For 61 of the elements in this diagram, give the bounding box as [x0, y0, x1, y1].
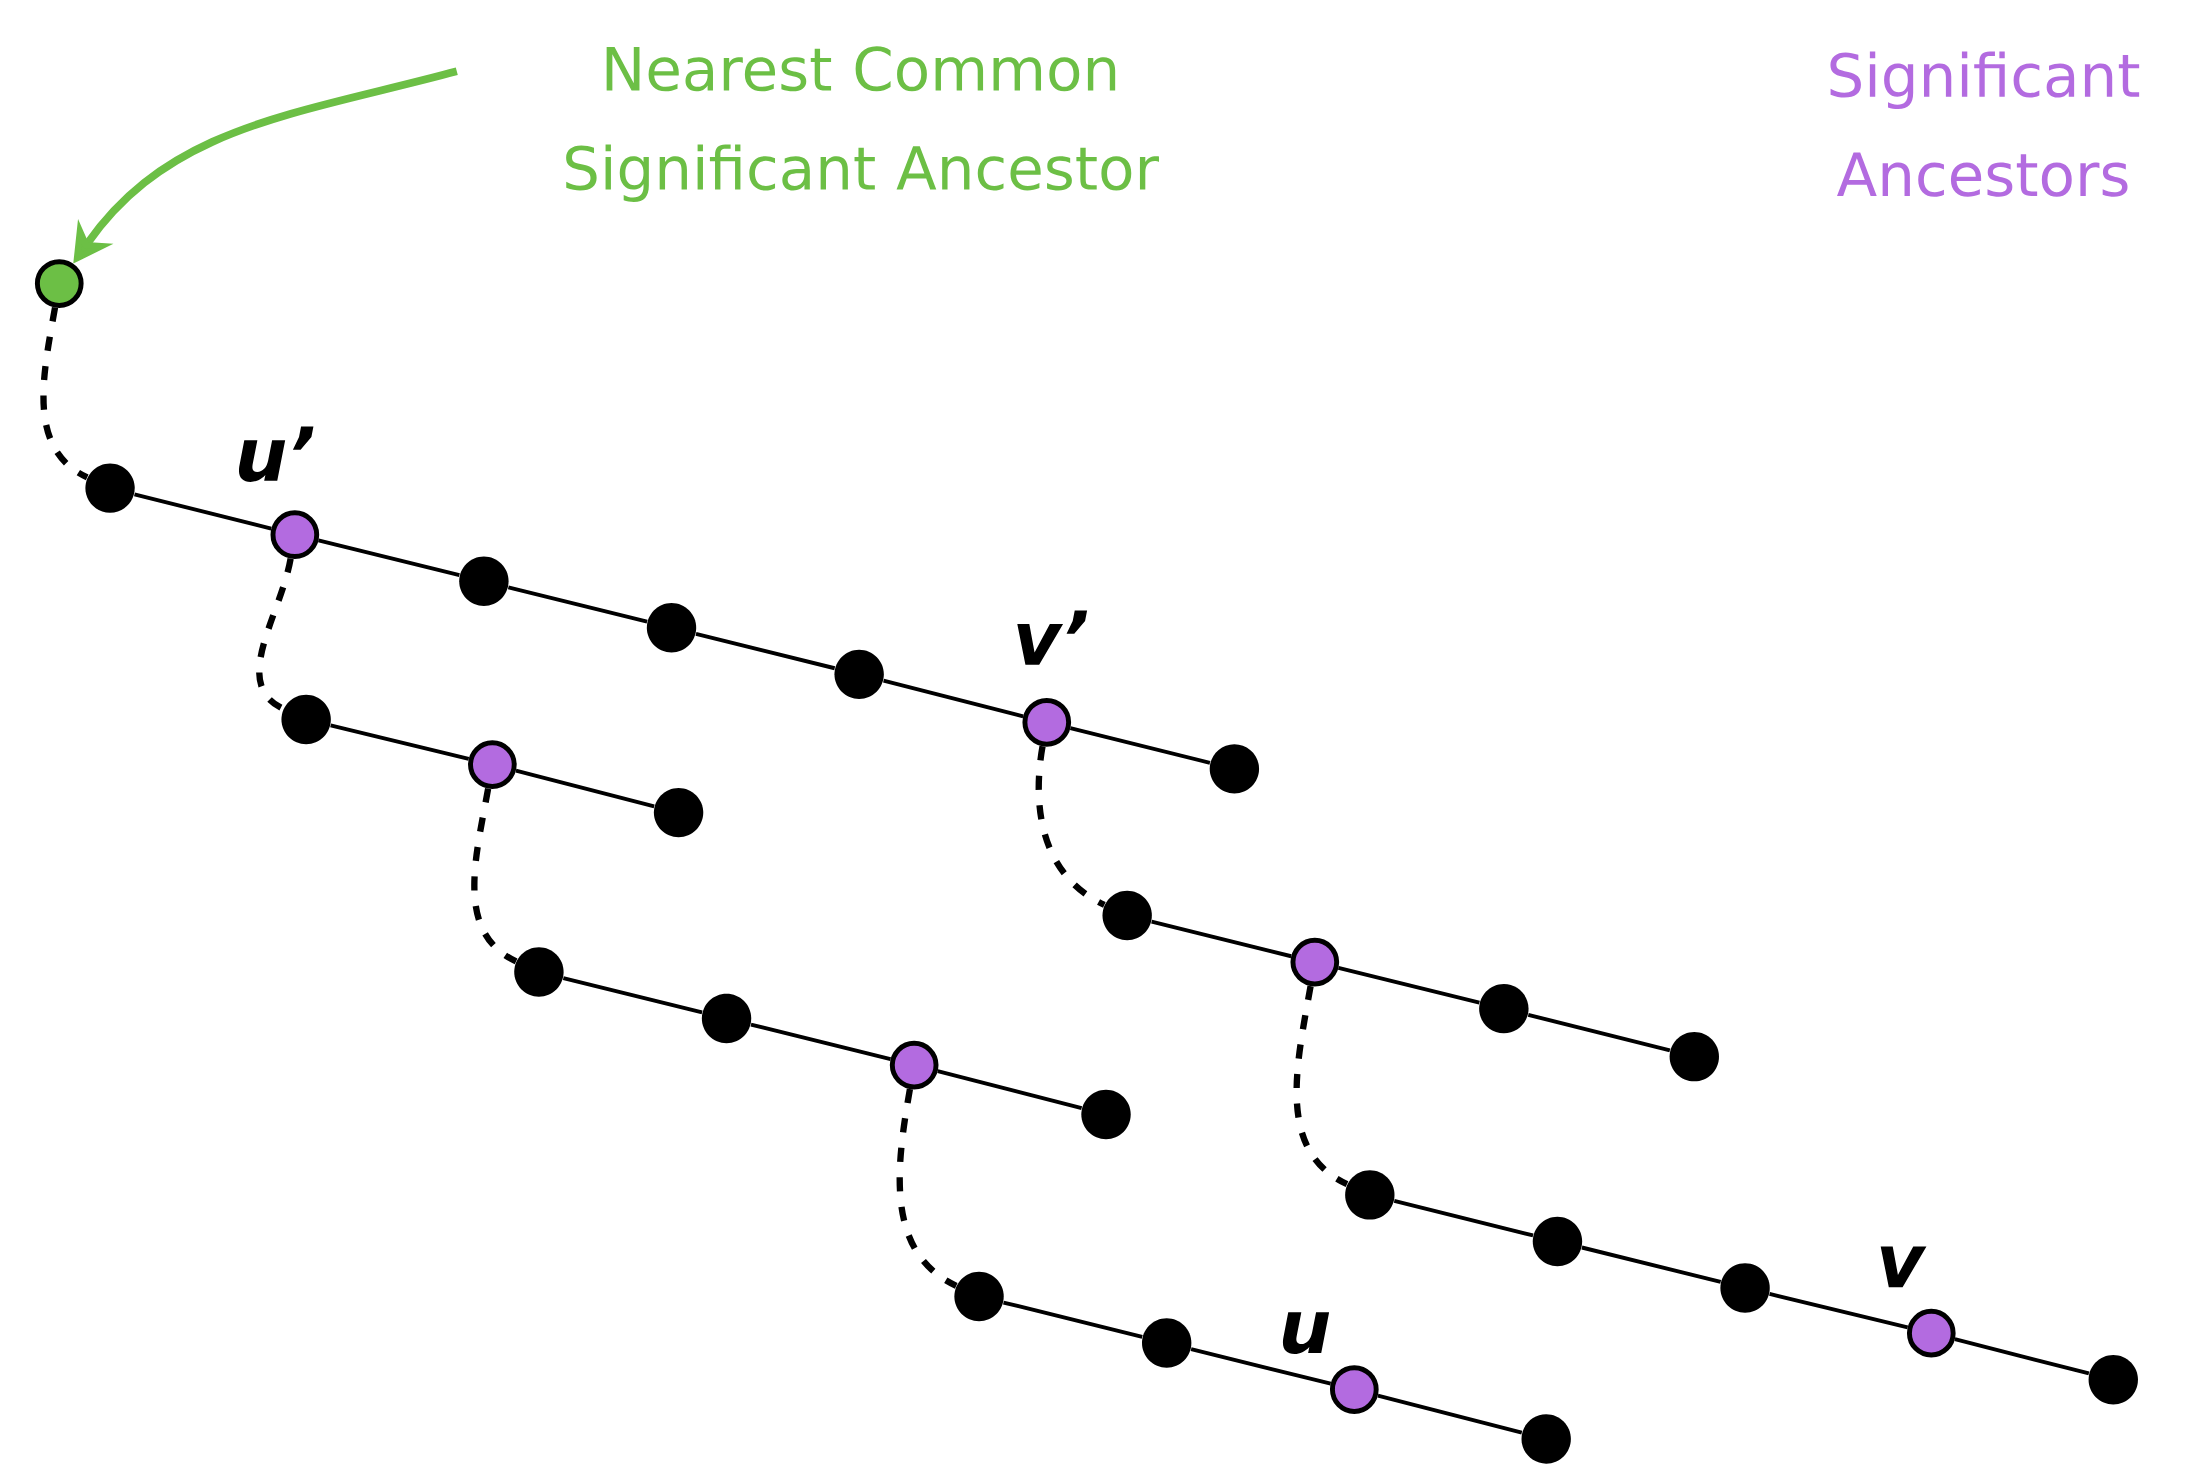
tree-edge	[1190, 1347, 1332, 1386]
node-dot	[1022, 697, 1072, 747]
node-dot	[1290, 937, 1340, 987]
node-dot	[34, 259, 84, 308]
tree-edge	[1393, 1198, 1534, 1238]
tree-edge	[1337, 965, 1480, 1005]
node-label: u’	[238, 426, 314, 482]
node-dot	[1720, 1263, 1770, 1313]
tree-edge	[1769, 1291, 1909, 1330]
dashed-curve	[1293, 985, 1349, 1187]
node-label: u	[1282, 1312, 1330, 1354]
node-dot	[834, 649, 884, 699]
node-dot	[1521, 1414, 1571, 1464]
node-dot	[270, 510, 320, 559]
tree-edge	[1003, 1300, 1143, 1339]
node-dot	[1209, 744, 1260, 794]
node-dot	[1102, 890, 1152, 941]
node-dot	[1081, 1089, 1131, 1139]
node-label: v’	[1017, 610, 1088, 665]
node-dot	[1142, 1318, 1192, 1368]
node-dot	[889, 1040, 939, 1090]
tree-edge	[507, 585, 648, 624]
tree-edge	[937, 1069, 1083, 1110]
node-dot	[85, 463, 135, 513]
tree-edge	[134, 492, 272, 531]
node-dot	[514, 947, 564, 997]
node-dot	[281, 694, 331, 744]
tree-edge	[318, 538, 460, 577]
tree-edge	[883, 678, 1024, 718]
tree-edge	[1377, 1393, 1523, 1435]
node-dot	[468, 740, 517, 789]
tree-edge	[562, 976, 703, 1015]
node-dot	[1479, 983, 1529, 1034]
tree-edge	[330, 723, 470, 761]
tree-edge	[1581, 1245, 1722, 1284]
node-dot	[701, 993, 752, 1044]
tree-edge	[515, 768, 655, 808]
dashed-curve	[896, 1088, 958, 1289]
dashed-curve	[256, 557, 294, 712]
tree-edge	[1954, 1337, 2090, 1376]
dashed-curve	[40, 306, 89, 481]
tree-edge	[1069, 726, 1211, 765]
node-dot	[1669, 1031, 1719, 1082]
tree-edge	[1151, 919, 1292, 958]
dashed-curve	[1035, 745, 1106, 908]
node-dot	[1345, 1170, 1395, 1220]
callout-text: Nearest Common Significant Ancestor	[566, 46, 1159, 202]
tree-edge	[1527, 1012, 1671, 1053]
node-dot	[653, 787, 704, 838]
node-dot	[1532, 1216, 1583, 1266]
node-dot	[646, 602, 697, 653]
tree-edge	[695, 631, 836, 670]
node-dot	[459, 556, 509, 606]
node-dot	[1906, 1308, 1956, 1358]
dashed-curve	[471, 787, 518, 964]
node-dot	[1330, 1365, 1379, 1414]
tree-edge	[750, 1022, 891, 1061]
node-label: v	[1880, 1246, 1927, 1287]
heading-text: Significant Ancestors	[1830, 51, 2140, 197]
node-dot	[2088, 1354, 2138, 1405]
node-dot	[954, 1271, 1004, 1321]
